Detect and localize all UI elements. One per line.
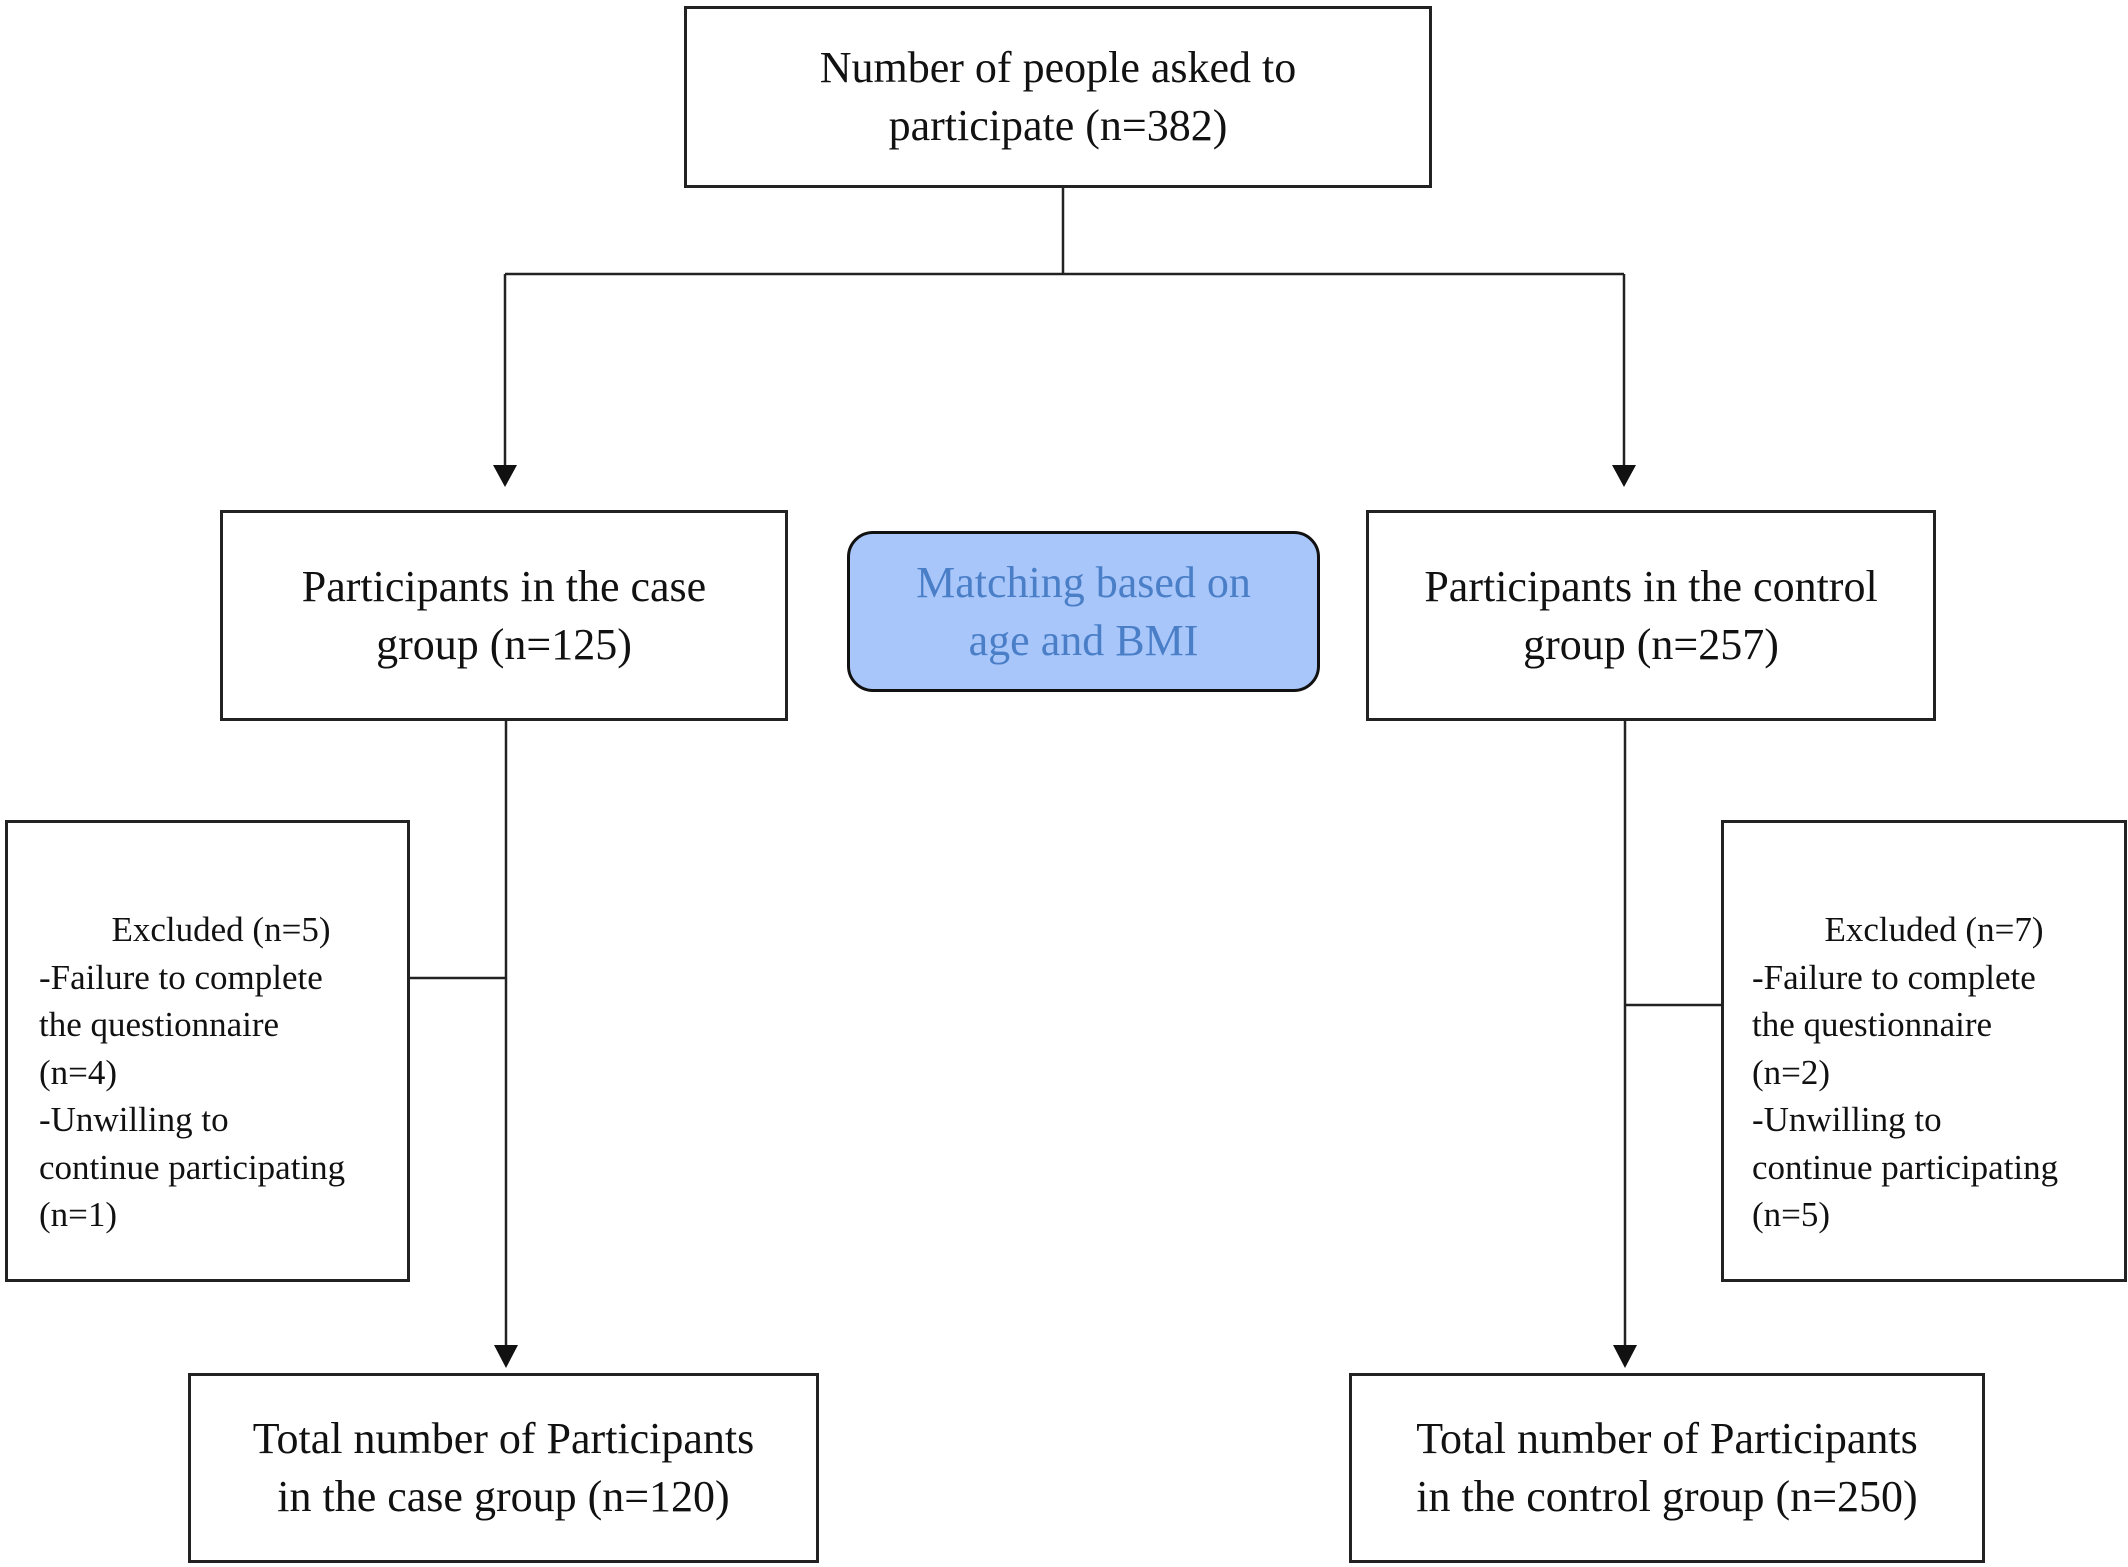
box-matching-line2: age and BMI bbox=[968, 615, 1199, 665]
box-control-group-line1: Participants in the control bbox=[1424, 561, 1878, 611]
box-case-group: Participants in the case group (n=125) bbox=[220, 510, 788, 721]
arrow-to-control bbox=[1612, 465, 1636, 487]
control-excluded-line: -Failure to complete bbox=[1752, 957, 2036, 997]
box-case-group-line1: Participants in the case bbox=[301, 561, 707, 611]
box-people-asked-line2: participate (n=382) bbox=[888, 101, 1228, 150]
box-case-excluded: Excluded (n=5) -Failure to complete the … bbox=[5, 820, 410, 1282]
arrow-to-case bbox=[493, 465, 517, 487]
case-excluded-line: (n=1) bbox=[39, 1195, 118, 1234]
box-matching-line1: Matching based on bbox=[916, 557, 1251, 607]
box-case-total-line1: Total number of Participants bbox=[252, 1414, 755, 1463]
control-excluded-line: the questionnaire bbox=[1752, 1005, 1993, 1044]
box-control-total-line2: in the control group (n=250) bbox=[1416, 1472, 1918, 1521]
box-matching: Matching based on age and BMI bbox=[847, 531, 1320, 692]
box-case-group-line2: group (n=125) bbox=[376, 619, 632, 669]
case-excluded-line: the questionnaire bbox=[39, 1005, 280, 1044]
box-people-asked: Number of people asked to participate (n… bbox=[684, 6, 1432, 188]
box-control-excluded: Excluded (n=7) -Failure to complete the … bbox=[1721, 820, 2127, 1282]
box-case-total: Total number of Participants in the case… bbox=[188, 1373, 819, 1563]
box-control-total-line1: Total number of Participants bbox=[1416, 1414, 1918, 1463]
control-excluded-line: (n=2) bbox=[1752, 1052, 1831, 1092]
box-case-total-line2: in the case group (n=120) bbox=[277, 1472, 730, 1521]
box-control-group-line2: group (n=257) bbox=[1523, 619, 1779, 669]
case-excluded-line: -Failure to complete bbox=[39, 957, 323, 997]
box-control-total: Total number of Participants in the cont… bbox=[1349, 1373, 1985, 1563]
case-excluded-line: -Unwilling to bbox=[39, 1100, 229, 1139]
case-excluded-title: Excluded (n=5) bbox=[111, 910, 331, 949]
control-excluded-line: (n=5) bbox=[1752, 1195, 1831, 1234]
control-excluded-line: continue participating bbox=[1752, 1147, 2059, 1187]
arrow-to-control-total bbox=[1613, 1345, 1637, 1368]
case-excluded-line: (n=4) bbox=[39, 1052, 118, 1092]
arrow-to-case-total bbox=[494, 1345, 518, 1368]
box-people-asked-line1: Number of people asked to bbox=[819, 43, 1297, 92]
case-excluded-line: continue participating bbox=[39, 1147, 346, 1187]
control-excluded-title: Excluded (n=7) bbox=[1824, 910, 2044, 949]
control-excluded-line: -Unwilling to bbox=[1752, 1100, 1942, 1139]
box-control-group: Participants in the control group (n=257… bbox=[1366, 510, 1936, 721]
